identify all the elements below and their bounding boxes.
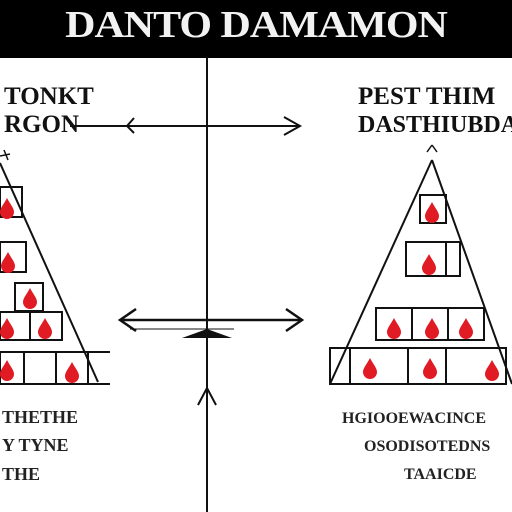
right-heading-line2: DASTHIUBDA xyxy=(358,112,512,138)
comparison-arrow xyxy=(117,307,305,338)
arrow-head-icon xyxy=(283,116,303,136)
left-heading-line1: TONKT xyxy=(4,83,94,110)
left-footer-line2: Y TYNE xyxy=(2,435,69,455)
right-footer-line1: HGIOOEWACINCE xyxy=(342,410,486,427)
pivot-icon xyxy=(182,329,232,338)
arrow-marker-icon xyxy=(125,117,135,134)
arrow-right-icon xyxy=(285,307,305,333)
left-footer-line1: THETHE xyxy=(2,407,78,427)
right-heading-line1: PEST THIM xyxy=(358,83,495,110)
left-footer-line3: THE xyxy=(2,464,40,484)
title-bar: DANTO DAMAMON xyxy=(0,0,512,58)
arrow-left-icon xyxy=(117,307,137,333)
right-footer-line2: OSODISOTEDNS xyxy=(364,438,490,455)
right-pyramid xyxy=(329,144,512,385)
top-arrow xyxy=(70,116,303,136)
right-footer-line3: TAAICDE xyxy=(404,466,477,483)
left-heading-line2: RGON xyxy=(4,111,79,138)
divider-arrow-icon xyxy=(197,385,217,406)
left-pyramid xyxy=(0,149,110,385)
page-title: DANTO DAMAMON xyxy=(65,4,448,47)
